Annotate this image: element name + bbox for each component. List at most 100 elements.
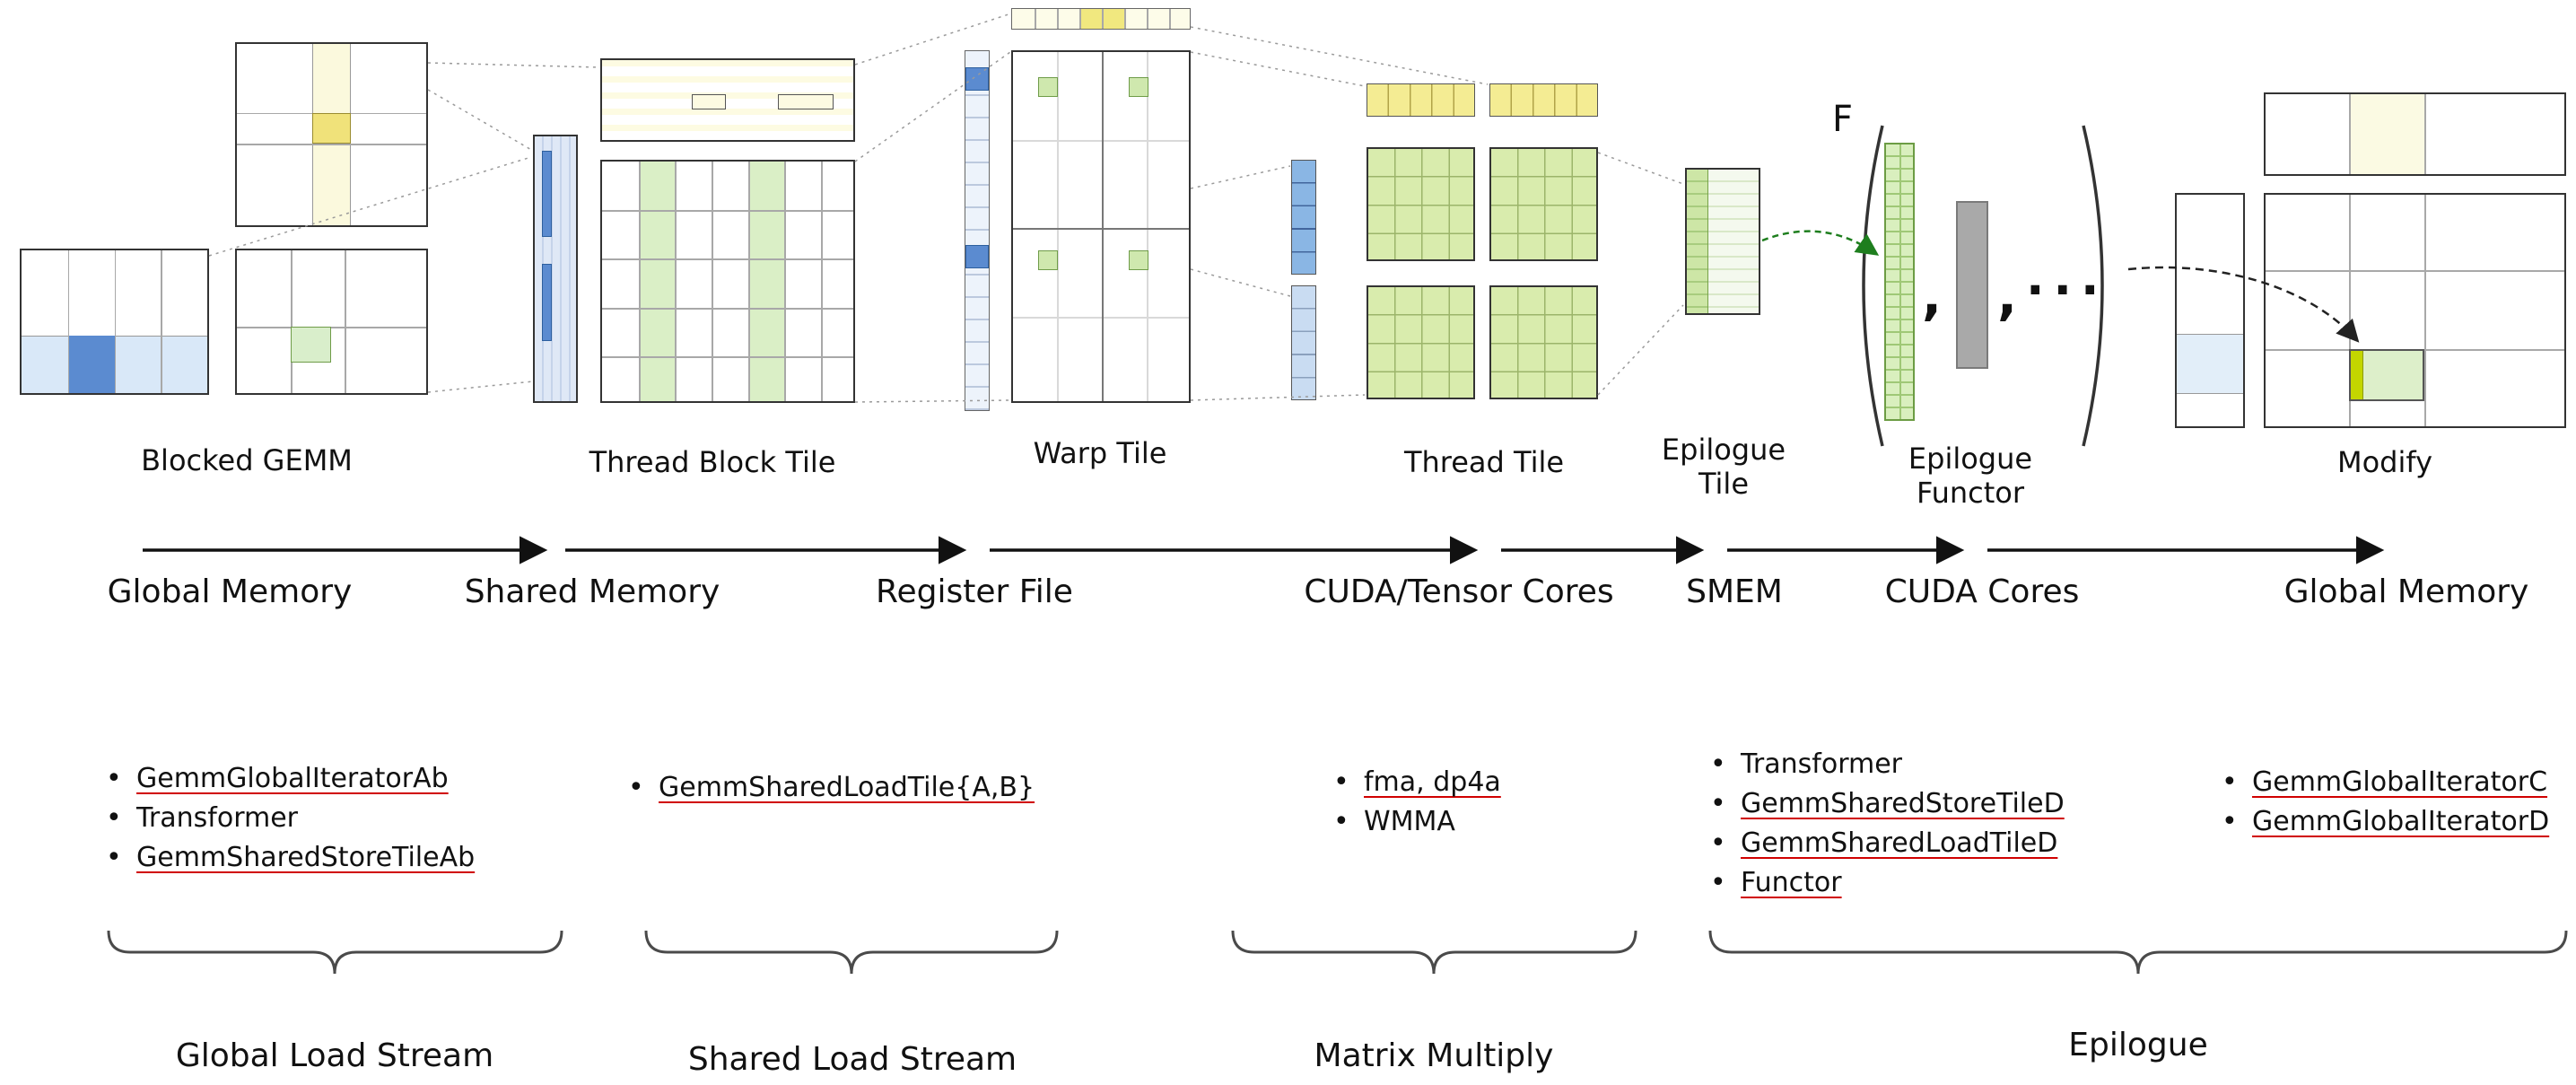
blocked-gemm-c-matrix — [235, 249, 428, 395]
matrix-cell-highlight — [291, 327, 331, 363]
global-load-stream-list: GemmGlobalIteratorAb Transformer GemmSha… — [99, 759, 475, 878]
epilogue-functor-label-line1: Epilogue — [1908, 442, 2033, 476]
grid-line — [2424, 195, 2426, 426]
fragment-box — [778, 94, 834, 109]
epilogue-functor-label: Epilogue Functor — [1908, 442, 2032, 510]
grid-line — [114, 250, 116, 393]
list-item-text: GemmGlobalIteratorD — [2252, 806, 2550, 837]
threadblock-smem-a-column — [533, 135, 578, 403]
shared-load-stream-list: GemmSharedLoadTile{A,B} — [621, 768, 1035, 808]
epilogue-input-arrow — [1761, 230, 1880, 256]
list-item-text: GemmGlobalIteratorAb — [136, 763, 449, 794]
grid-line — [291, 250, 293, 393]
grid-line — [712, 162, 713, 401]
list-item-text: GemmSharedStoreTileD — [1741, 788, 2065, 819]
list-item-text: Transformer — [136, 802, 299, 834]
list-item: GemmGlobalIteratorD — [2214, 802, 2549, 842]
grid-line — [602, 258, 853, 260]
grid-line — [602, 356, 853, 358]
matrix-cell-highlight — [1079, 9, 1102, 29]
epilogue-label: Epilogue — [2068, 1027, 2208, 1063]
matrix-column-highlight — [639, 162, 675, 401]
grid-line — [1147, 52, 1148, 401]
functor-comma: , — [1922, 266, 1943, 327]
grid-line — [748, 162, 750, 401]
threadblock-smem-b-matrix — [600, 58, 855, 142]
list-item: Functor — [1703, 863, 2065, 903]
matrix-column-highlight — [1687, 170, 1708, 313]
functor-accum-column — [1884, 143, 1915, 421]
blocked-gemm-label: Blocked GEMM — [141, 443, 353, 477]
grid-line — [1035, 9, 1036, 29]
warp-b-fragment-strip — [1011, 8, 1191, 30]
blocked-gemm-c-left-matrix — [20, 249, 209, 395]
list-item: GemmGlobalIteratorAb — [99, 759, 475, 799]
matrix-multiply-list: fma, dp4a WMMA — [1326, 763, 1501, 842]
grid-line — [1013, 140, 1189, 142]
fragment-cell — [965, 67, 989, 91]
fragment-box — [692, 94, 726, 109]
grid-line — [675, 162, 677, 401]
list-item: WMMA — [1326, 802, 1501, 842]
list-item: fma, dp4a — [1326, 763, 1501, 802]
matrix-column-highlight — [2349, 94, 2424, 174]
modify-written-column — [2351, 351, 2363, 399]
epilogue-right-list: GemmGlobalIteratorC GemmGlobalIteratorD — [2214, 763, 2549, 842]
grid-line — [784, 162, 786, 401]
fragment-bar — [542, 264, 552, 341]
thread-a-strip-2 — [1291, 285, 1316, 400]
thread-accum-matrix-1 — [1367, 147, 1475, 261]
fragment-bar — [542, 151, 552, 237]
list-item-text: GemmSharedLoadTile{A,B} — [659, 772, 1035, 803]
memory-label-smem: SMEM — [1686, 573, 1783, 610]
brace-shared-load-stream — [644, 930, 1059, 975]
modify-target-cell — [2349, 349, 2424, 401]
grid-line — [2424, 94, 2426, 174]
warp-thread-cell — [1129, 77, 1148, 97]
list-item-text: WMMA — [1364, 806, 1455, 837]
memory-label-shared-memory: Shared Memory — [464, 573, 720, 610]
threadblock-main-matrix — [600, 160, 855, 403]
epilogue-tile-box — [1685, 168, 1760, 315]
thread-a-strip-1 — [1291, 160, 1316, 275]
list-item: Transformer — [99, 799, 475, 838]
blocked-gemm-a-matrix — [235, 42, 428, 227]
list-item-text: fma, dp4a — [1364, 766, 1501, 798]
memory-label-register-file: Register File — [876, 573, 1073, 610]
functor-symbol: F — [1832, 99, 1854, 140]
warp-a-fragment-strip — [965, 50, 990, 411]
grid-line — [1899, 144, 1901, 419]
thread-accum-matrix-4 — [1489, 285, 1598, 399]
thread-block-tile-label: Thread Block Tile — [589, 445, 836, 479]
epilogue-left-list: Transformer GemmSharedStoreTileD GemmSha… — [1703, 745, 2065, 903]
stream-braces — [107, 930, 2568, 975]
warp-thread-cell — [1129, 250, 1148, 270]
grid-line — [1102, 9, 1104, 29]
grid-line — [821, 162, 823, 401]
modify-left-partial-matrix — [2175, 193, 2245, 428]
grid-line — [602, 210, 853, 212]
matrix-column-highlight — [748, 162, 784, 401]
list-item: GemmSharedLoadTileD — [1703, 824, 2065, 863]
list-item-text: GemmSharedLoadTileD — [1741, 827, 2058, 859]
grid-line — [602, 308, 853, 310]
memory-label-cuda-cores: CUDA Cores — [1884, 573, 2080, 610]
grid-line — [161, 250, 162, 393]
warp-tile-label: Warp Tile — [1033, 436, 1167, 470]
grid-line — [1013, 317, 1189, 319]
list-item-text: GemmSharedStoreTileAb — [136, 842, 476, 873]
grid-line — [1079, 9, 1081, 29]
modify-main-matrix — [2264, 193, 2566, 428]
epilogue-tile-label-line1: Epilogue — [1661, 433, 1786, 467]
thread-b-strip-1 — [1367, 83, 1475, 117]
matrix-cell-highlight — [1102, 9, 1124, 29]
list-item-text: Transformer — [1741, 748, 1903, 780]
grid-line — [639, 162, 641, 401]
warp-thread-cell — [1038, 250, 1058, 270]
warp-thread-cell — [1038, 77, 1058, 97]
grid-line — [1057, 52, 1059, 401]
warp-main-matrix — [1011, 50, 1191, 403]
grid-line — [345, 250, 346, 393]
modify-label: Modify — [2336, 445, 2433, 479]
